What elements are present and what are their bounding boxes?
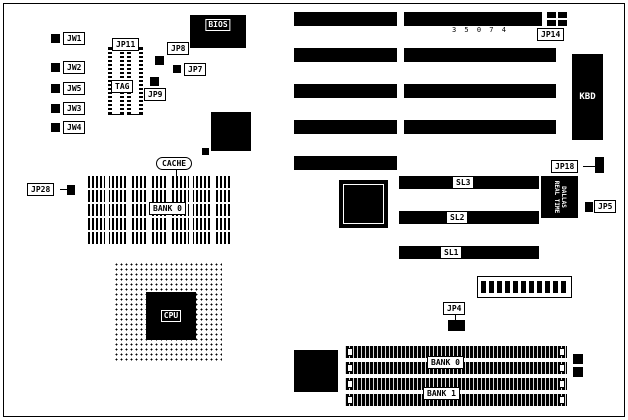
board-number: 3 5 0 7 4 <box>452 26 508 34</box>
cache-bank0-array <box>88 176 236 244</box>
jumper-block-jw1 <box>51 34 60 43</box>
bios-label: BIOS <box>205 19 231 31</box>
jumper-block-jp7 <box>173 65 181 73</box>
jumper-block-jw5 <box>51 84 60 93</box>
cpu-label: CPU <box>160 310 182 322</box>
chipset-ic <box>211 112 251 151</box>
jumper-label-jw2: JW2 <box>63 61 86 74</box>
jp14-pin <box>558 12 567 18</box>
jumper-block-jw3 <box>51 104 60 113</box>
jumper-block-jw4 <box>51 123 60 132</box>
sl2-label: SL2 <box>446 211 469 224</box>
jumper-label-jw3: JW3 <box>63 102 86 115</box>
dallas-label: DALLAS REAL TIME <box>553 181 567 214</box>
expansion-slot <box>404 12 542 26</box>
expansion-slot <box>404 120 556 134</box>
keyboard-connector: KBD <box>572 54 603 140</box>
expansion-slot <box>294 12 397 26</box>
jumper-label-jp9: JP9 <box>144 88 167 101</box>
cache-chip-row <box>88 232 236 244</box>
edge-connector <box>573 354 583 364</box>
jumper-label-jp14: JP14 <box>537 28 565 41</box>
expansion-slot <box>404 84 556 98</box>
sl3-label: SL3 <box>452 176 475 189</box>
jumper-label-jp11: JP11 <box>112 38 140 51</box>
jumper-label-jw4: JW4 <box>63 121 86 134</box>
kbd-label: KBD <box>579 92 596 102</box>
simm-slot <box>345 346 567 358</box>
jp18-callout-line <box>583 166 595 167</box>
expansion-slot <box>294 120 397 134</box>
io-controller-chip <box>294 350 338 392</box>
cache-bank0-label: BANK 0 <box>149 202 186 215</box>
board-outline <box>3 3 625 417</box>
edge-connector <box>573 367 583 377</box>
cache-chip-row <box>88 176 236 188</box>
jp14-pin <box>547 20 556 26</box>
jp4-callout-line <box>455 315 456 320</box>
jumper-label-jw5: JW5 <box>63 82 86 95</box>
power-connector <box>477 276 572 298</box>
expansion-slot <box>294 156 397 170</box>
simm-bank0-label: BANK 0 <box>427 356 464 369</box>
expansion-slot <box>404 48 556 62</box>
small-ic <box>202 148 209 155</box>
sl1-slot <box>399 246 539 259</box>
jumper-block-jp9 <box>150 77 159 86</box>
jp18-header <box>595 157 604 173</box>
dallas-label-line1: DALLAS <box>559 186 567 208</box>
jp14-pin <box>558 20 567 26</box>
cache-chip-row <box>88 218 236 230</box>
simm-slot <box>345 378 567 390</box>
dallas-label-line2: REAL TIME <box>552 180 560 214</box>
jumper-label-jp8: JP8 <box>167 42 190 55</box>
jumper-label-jp7: JP7 <box>184 63 207 76</box>
simm-bank1-label: BANK 1 <box>423 387 460 400</box>
jumper-block-jp8 <box>155 56 164 65</box>
jp14-header <box>547 12 567 26</box>
jp28-callout-line <box>60 189 67 190</box>
jumper-label-jp28: JP28 <box>27 183 55 196</box>
jumper-label-jp4: JP4 <box>443 302 466 315</box>
cache-callout-line <box>176 170 177 177</box>
jp14-pin <box>547 12 556 18</box>
cache-chip-row <box>88 190 236 202</box>
qfp-controller-chip <box>339 180 388 228</box>
jumper-block-jw2 <box>51 63 60 72</box>
cache-label: CACHE <box>156 157 193 170</box>
jp28-header <box>67 185 75 195</box>
jp4-header <box>448 320 465 331</box>
cpu-chip: CPU <box>146 292 196 340</box>
jumper-label-jw1: JW1 <box>63 32 86 45</box>
power-connector-pins <box>481 281 568 293</box>
expansion-slot <box>294 84 397 98</box>
bios-chip: BIOS <box>190 15 246 48</box>
dallas-rtc-chip: DALLAS REAL TIME <box>541 176 578 218</box>
jumper-label-jp18: JP18 <box>551 160 579 173</box>
chip-label-tag: TAG <box>111 80 134 93</box>
expansion-slot <box>294 48 397 62</box>
simm-slot <box>345 394 567 406</box>
sl2-slot <box>399 211 539 224</box>
sl1-label: SL1 <box>440 246 463 259</box>
jumper-label-jp5: JP5 <box>594 200 617 213</box>
jp5-header <box>585 202 593 212</box>
